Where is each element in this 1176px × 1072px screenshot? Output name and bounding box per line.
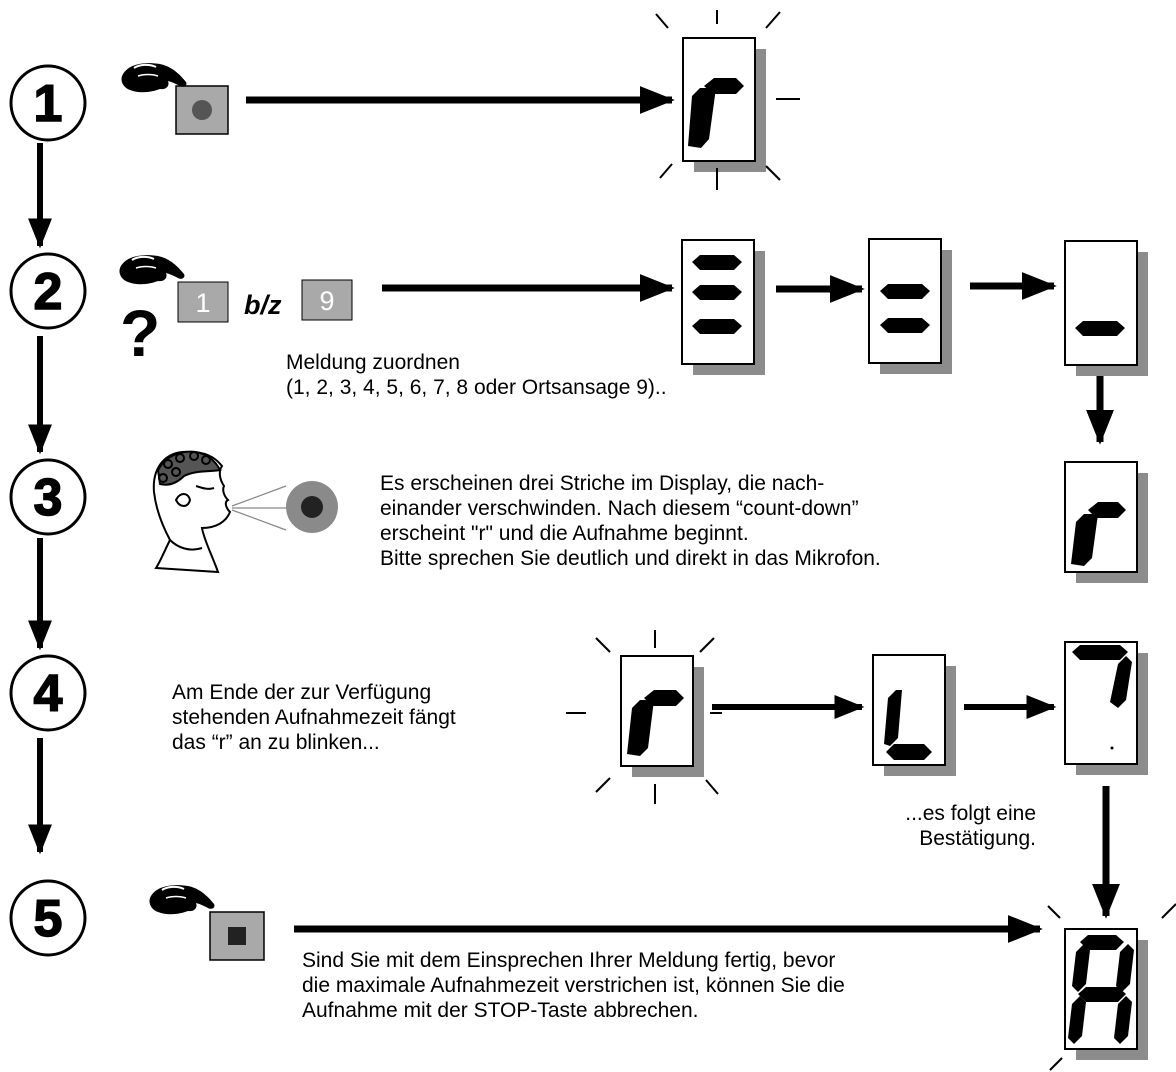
question-mark-icon: ?	[120, 296, 160, 370]
pointing-hand-icon	[119, 255, 184, 284]
svg-text:2: 2	[34, 263, 63, 321]
svg-text:3: 3	[34, 469, 63, 527]
microphone-icon	[286, 481, 338, 533]
step5-line: Aufnahme mit der STOP-Taste abbrechen.	[302, 998, 845, 1023]
step3-line: Es erscheinen drei Striche im Display, d…	[380, 471, 881, 496]
svg-text:4: 4	[34, 665, 63, 723]
confirmation-note: ...es folgt eine Bestätigung.	[896, 801, 1036, 851]
display-three-dashes	[682, 240, 765, 375]
step4-line: Am Ende der zur Verfügung	[172, 680, 456, 705]
display-A	[1048, 904, 1176, 1070]
key-range-separator: b/z	[244, 290, 282, 320]
display-one-dash	[1065, 241, 1148, 376]
display-r-blinking-1	[656, 10, 800, 190]
display-two-dashes	[869, 239, 952, 374]
step4-line: das “r” an zu blinken...	[172, 730, 456, 755]
display-7	[1065, 642, 1148, 775]
key-9-button: 9	[302, 280, 352, 320]
speaking-head-icon	[154, 452, 230, 572]
step3-description: Es erscheinen drei Striche im Display, d…	[380, 471, 881, 571]
step5-line: die maximale Aufnahmezeit verstrichen is…	[302, 973, 845, 998]
pointing-hand-icon	[149, 885, 214, 914]
step4-line: stehenden Aufnahmezeit fängt	[172, 705, 456, 730]
display-r-blinking-2	[566, 630, 722, 804]
confirmation-line: Bestätigung.	[896, 826, 1036, 851]
sound-lines-icon	[232, 486, 286, 530]
step3-line: einander verschwinden. Nach diesem “coun…	[380, 496, 881, 521]
svg-text:1: 1	[195, 288, 210, 318]
step-circle-1: 1	[11, 66, 85, 140]
key-1-button: 1	[178, 282, 228, 322]
step-circle-5: 5	[11, 881, 85, 955]
step2-note-line1: Meldung zuordnen	[286, 350, 667, 375]
step-circle-2: 2	[11, 254, 85, 328]
svg-text:5: 5	[34, 890, 63, 948]
svg-text:9: 9	[319, 286, 334, 316]
confirmation-line: ...es folgt eine	[896, 801, 1036, 826]
step-circle-3: 3	[11, 460, 85, 534]
step-circle-4: 4	[11, 656, 85, 730]
record-button-icon	[176, 86, 228, 134]
step5-description: Sind Sie mit dem Einsprechen Ihrer Meldu…	[302, 948, 845, 1023]
stop-button-icon	[210, 912, 264, 960]
svg-text:1: 1	[34, 75, 63, 133]
step4-description: Am Ende der zur Verfügung stehenden Aufn…	[172, 680, 456, 755]
step2-note-line2: (1, 2, 3, 4, 5, 6, 7, 8 oder Ortsansage …	[286, 375, 667, 400]
display-L	[873, 655, 956, 776]
step5-line: Sind Sie mit dem Einsprechen Ihrer Meldu…	[302, 948, 845, 973]
step3-line: Bitte sprechen Sie deutlich und direkt i…	[380, 546, 881, 571]
step3-line: erscheint "r" und die Aufnahme beginnt.	[380, 521, 881, 546]
step2-note: Meldung zuordnen (1, 2, 3, 4, 5, 6, 7, 8…	[286, 350, 667, 400]
display-r	[1065, 462, 1148, 583]
